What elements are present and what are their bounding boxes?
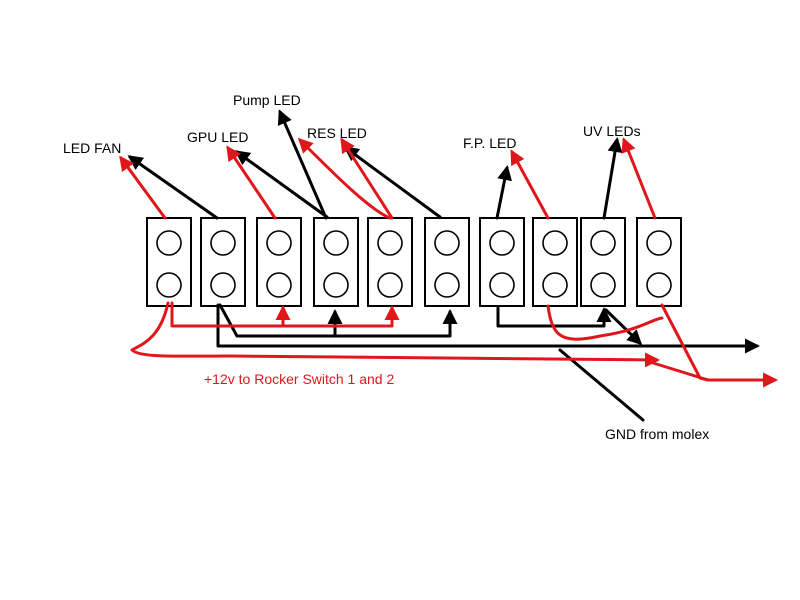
ground-wires <box>127 109 760 422</box>
wire-pos-rocker <box>648 360 778 388</box>
wire-pos-uv-right <box>660 303 702 380</box>
connector-pin-bottom <box>542 272 568 298</box>
connector-pin-bottom <box>156 272 182 298</box>
positive-wires <box>119 137 778 388</box>
wire-pos-bus-main <box>130 301 660 368</box>
connector-1 <box>146 217 192 307</box>
wire-led-fan-pos <box>119 155 167 220</box>
label-uv-leds: UV LEDs <box>583 123 641 139</box>
wire-res-gnd <box>343 146 442 219</box>
connector-pin-top <box>489 230 515 256</box>
connector-pin-top <box>434 230 460 256</box>
connector-pin-bottom <box>646 272 672 298</box>
connector-9 <box>580 217 626 307</box>
connector-pin-bottom <box>590 272 616 298</box>
wire-led-fan-gnd <box>127 155 219 220</box>
connector-7 <box>479 217 525 307</box>
connector-pin-top <box>646 230 672 256</box>
connector-pin-bottom <box>323 272 349 298</box>
connector-6 <box>424 217 470 307</box>
wire-pump-pos <box>297 137 392 220</box>
label-rocker-switch: +12v to Rocker Switch 1 and 2 <box>204 371 394 387</box>
label-fp-led: F.P. LED <box>463 135 516 151</box>
connector-pin-top <box>323 230 349 256</box>
label-led-fan: LED FAN <box>63 140 121 156</box>
wire-pos-uv-loop <box>546 304 664 341</box>
connector-pin-top <box>210 230 236 256</box>
connector-pin-bottom <box>434 272 460 298</box>
connector-pin-bottom <box>210 272 236 298</box>
wire-uv-gnd <box>602 137 623 220</box>
wire-pos-right-join <box>698 376 710 382</box>
connector-row <box>146 217 682 307</box>
connector-4 <box>313 217 359 307</box>
wire-gpu-gnd <box>234 150 329 219</box>
connector-8 <box>532 217 578 307</box>
label-res-led: RES LED <box>307 125 367 141</box>
connector-pin-bottom <box>489 272 515 298</box>
label-gpu-led: GPU LED <box>187 129 248 145</box>
connector-3 <box>256 217 302 307</box>
wire-fp-gnd <box>495 165 513 220</box>
connector-pin-top <box>590 230 616 256</box>
connector-pin-bottom <box>266 272 292 298</box>
connector-2 <box>200 217 246 307</box>
wire-uv-pos <box>621 137 657 220</box>
wire-gnd-bus-main <box>216 303 760 354</box>
label-pump-led: Pump LED <box>233 92 301 108</box>
wire-gnd-uv-right <box>604 308 643 346</box>
wire-pump-gnd <box>277 109 328 220</box>
connector-pin-top <box>266 230 292 256</box>
connector-pin-top <box>156 230 182 256</box>
connector-5 <box>367 217 413 307</box>
wire-fp-pos <box>510 149 550 220</box>
label-gnd-molex: GND from molex <box>605 426 709 442</box>
wire-gnd-molex <box>558 348 645 422</box>
connector-10 <box>636 217 682 307</box>
wire-res-pos <box>340 137 394 220</box>
wire-gnd-bus-b <box>333 309 458 338</box>
wire-gnd-fp-uv <box>496 306 612 328</box>
wire-gpu-pos <box>226 145 277 220</box>
wire-gnd-bus-a <box>218 303 343 338</box>
wire-pos-bus-a <box>170 301 291 328</box>
connector-pin-bottom <box>377 272 403 298</box>
connector-pin-top <box>377 230 403 256</box>
connector-pin-top <box>542 230 568 256</box>
wire-pos-bus-b <box>281 305 400 328</box>
